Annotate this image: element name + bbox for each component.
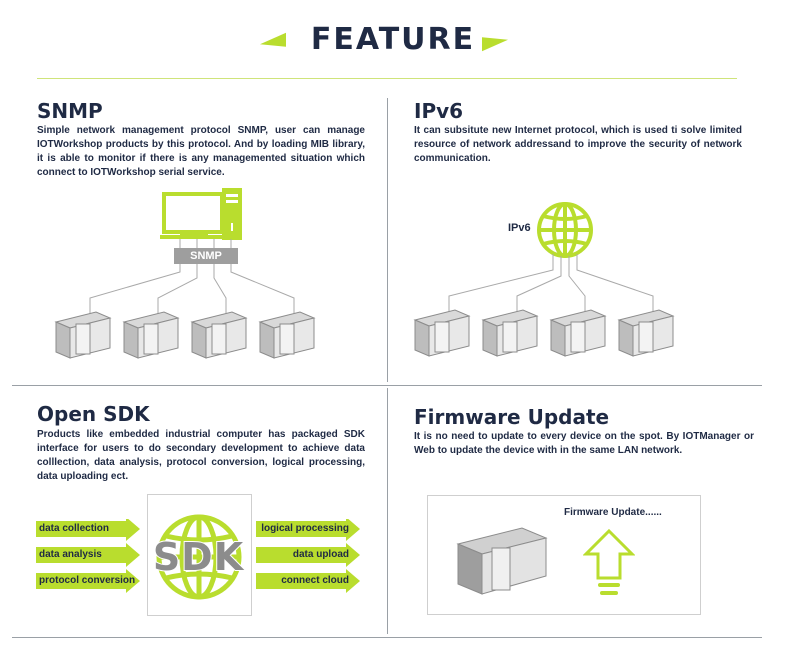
snmp-badge-bg: [174, 248, 238, 264]
arrow-icon: [36, 519, 140, 541]
ipv6-globe-label: IPv6: [508, 222, 531, 234]
firmware-device-icon: [456, 527, 548, 595]
arrow-icon: [256, 519, 360, 541]
sdk-globe-icon: [156, 514, 242, 600]
footer-divider: [12, 637, 762, 638]
snmp-badge: SNMP: [190, 250, 222, 262]
page-title: FEATURE: [310, 22, 476, 57]
grid-divider-vertical-top: [387, 98, 388, 382]
grid-divider-horizontal: [12, 385, 762, 386]
arrow-icon: [36, 569, 140, 593]
snmp-description: Simple network management protocol SNMP,…: [37, 125, 365, 178]
device-icon: [413, 309, 471, 357]
device-icon: [258, 311, 316, 359]
sdk-logo-text: SDK: [152, 534, 245, 580]
sdk-right-item-2: data upload: [292, 549, 349, 560]
sdk-left-item-2: data analysis: [39, 549, 102, 560]
snmp-diagram: [54, 188, 316, 359]
device-icon: [481, 309, 539, 357]
firmware-description: It is no need to update to every device …: [414, 431, 754, 456]
arrow-icon: [36, 543, 140, 567]
arrow-icon: [256, 543, 360, 567]
ipv6-diagram: [413, 202, 675, 357]
sdk-description: Products like embedded industrial comput…: [37, 429, 365, 482]
globe-icon: [537, 202, 593, 258]
sdk-right-arrows: [256, 519, 360, 593]
firmware-title: Firmware Update: [414, 405, 610, 429]
device-icon: [190, 311, 248, 359]
device-icon: [549, 309, 607, 357]
snmp-title: SNMP: [37, 99, 103, 123]
header-divider: [37, 78, 737, 79]
upload-arrow-icon: [583, 528, 635, 595]
sdk-right-item-3: connect cloud: [281, 575, 349, 586]
arrow-icon: [256, 569, 360, 593]
firmware-box-label: Firmware Update......: [564, 507, 662, 518]
computer-icon: [160, 188, 242, 240]
ipv6-description: It can subsitute new Internet protocol, …: [414, 125, 742, 164]
sdk-title: Open SDK: [37, 402, 150, 426]
sdk-left-arrows: [36, 519, 140, 593]
sdk-right-item-1: logical processing: [261, 523, 349, 534]
grid-divider-vertical-bottom: [387, 388, 388, 634]
device-icon: [122, 311, 180, 359]
firmware-box: [427, 495, 701, 615]
device-icon: [54, 311, 112, 359]
device-icon: [617, 309, 675, 357]
ipv6-title: IPv6: [414, 99, 464, 123]
sdk-left-item-1: data collection: [39, 523, 110, 534]
sdk-left-item-3: protocol conversion: [39, 575, 136, 586]
